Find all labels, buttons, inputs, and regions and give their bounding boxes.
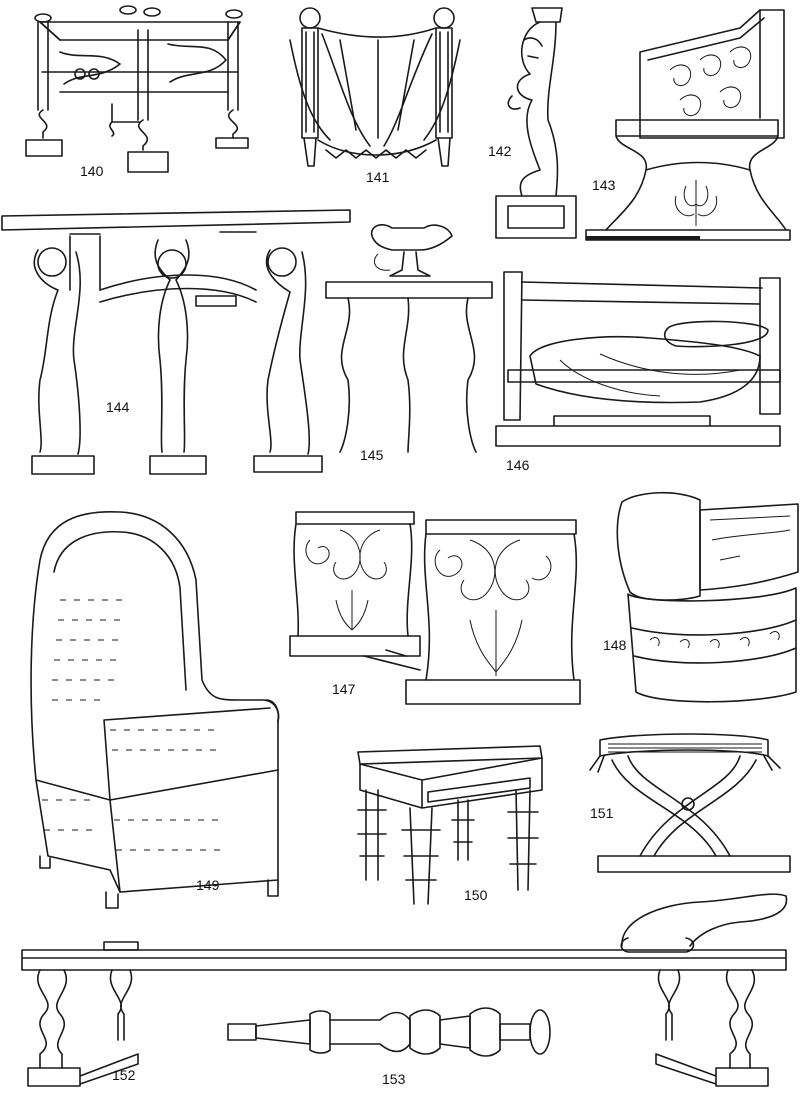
fig-149-number: 149 [196,877,220,893]
fig-153-number: 153 [382,1071,406,1087]
fig-140-number: 140 [80,163,104,179]
fig-145-number: 145 [360,447,384,463]
fig-152-number: 152 [112,1067,136,1083]
fig-143-drawing [585,9,791,241]
fig-150-drawing [357,745,543,905]
fig-141-number: 141 [366,169,390,185]
fig-147-number: 147 [332,681,356,697]
fig-152-drawing [21,893,788,1087]
fig-143-number: 143 [592,177,616,193]
fig-153-drawing [227,1007,551,1057]
fig-151-number: 151 [590,805,614,821]
fig-142-drawing [495,7,577,239]
fig-145-drawing [325,224,493,453]
fig-149-drawing [30,510,280,909]
fig-146-number: 146 [506,457,530,473]
fig-151-drawing [589,733,791,873]
fig-140-drawing [25,5,249,173]
fig-150-number: 150 [464,887,488,903]
fig-144-drawing [1,209,351,475]
fig-148-drawing [616,491,799,703]
fig-141-drawing [289,7,461,167]
fig-146-drawing [495,271,781,447]
fig-144-number: 144 [106,399,130,415]
fig-142-number: 142 [488,143,512,159]
fig-147-drawing [289,511,581,705]
fig-148-number: 148 [603,637,627,653]
